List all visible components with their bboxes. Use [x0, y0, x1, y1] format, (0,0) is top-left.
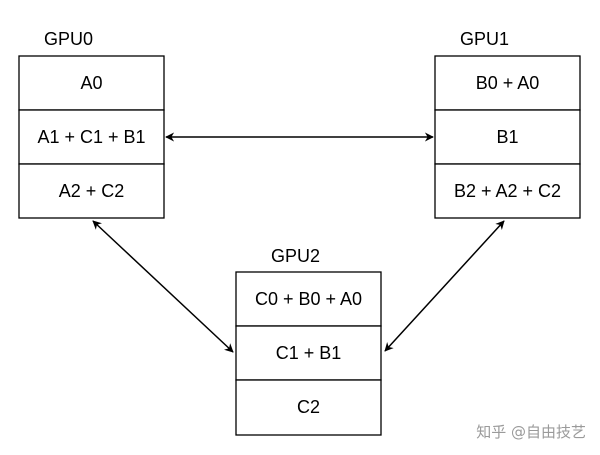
gpu0-cell-0 — [18, 55, 165, 111]
gpu1-cell-1-text: B1 — [496, 127, 518, 147]
gpu2-cell-1-text: C1 + B1 — [276, 343, 342, 363]
gpu1-cell-2 — [434, 163, 581, 219]
watermark-text: 知乎 @自由技艺 — [476, 423, 586, 441]
arrow-gpu0-gpu2 — [92, 220, 234, 353]
gpu0-cell-1 — [18, 109, 165, 165]
gpu2-cell-2 — [235, 379, 382, 436]
gpu1-label: GPU1 — [460, 29, 509, 49]
gpu2-cell-2-text: C2 — [297, 397, 320, 417]
gpu2-label: GPU2 — [271, 246, 320, 266]
gpu1-cell-2-text: B2 + A2 + C2 — [454, 181, 561, 201]
gpu2-block: GPU2 C0 + B0 + A0 C1 + B1 C2 — [235, 246, 382, 436]
gpu0-cell-2 — [18, 163, 165, 219]
gpu0-block: GPU0 A0 A1 + C1 + B1 A2 + C2 — [18, 29, 165, 219]
gpu1-cell-0-text: B0 + A0 — [476, 73, 540, 93]
gpu0-label: GPU0 — [44, 29, 93, 49]
gpu0-cell-1-text: A1 + C1 + B1 — [37, 127, 145, 147]
gpu2-cell-1 — [235, 325, 382, 381]
gpu0-cell-0-text: A0 — [80, 73, 102, 93]
arrow-gpu1-gpu2 — [384, 220, 505, 352]
gpu1-cell-0 — [434, 55, 581, 111]
gpu2-cell-0-text: C0 + B0 + A0 — [255, 289, 362, 309]
gpu0-cell-2-text: A2 + C2 — [59, 181, 125, 201]
gpu1-block: GPU1 B0 + A0 B1 B2 + A2 + C2 — [434, 29, 581, 219]
